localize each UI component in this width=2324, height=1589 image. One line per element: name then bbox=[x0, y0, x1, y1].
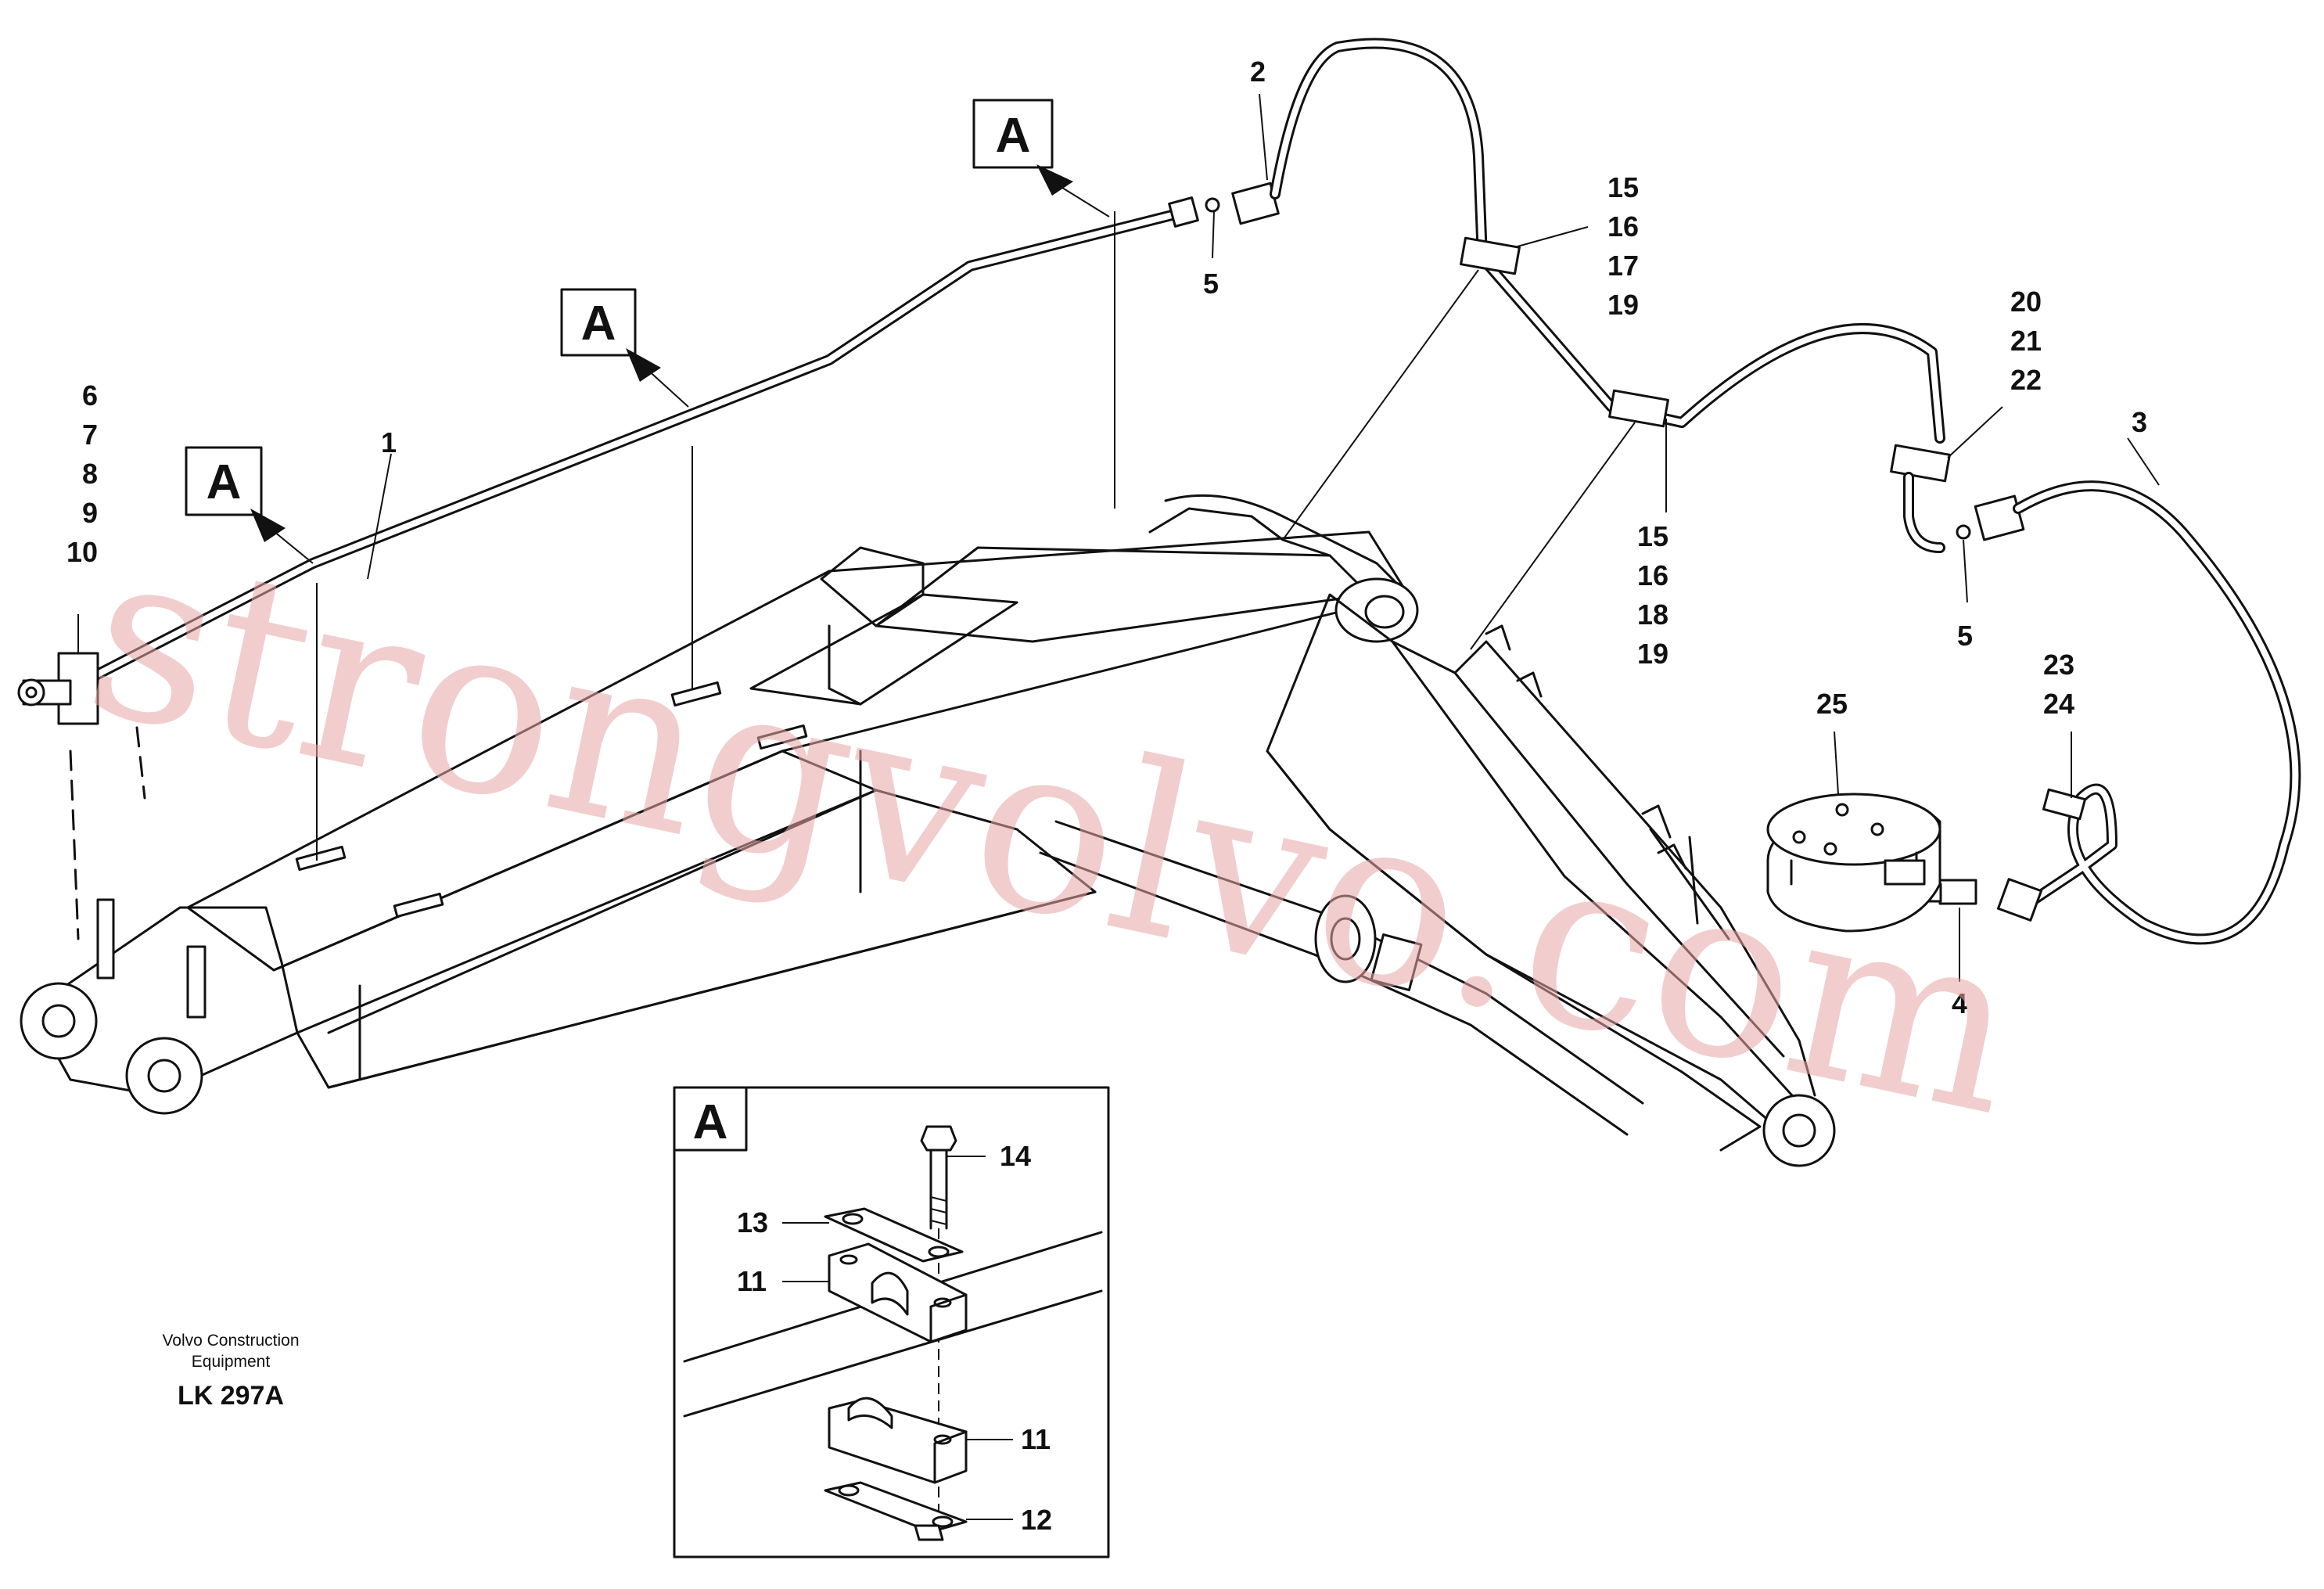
detail-label: A bbox=[693, 1095, 728, 1149]
callout-19-bottom: 19 bbox=[1637, 638, 1668, 670]
callout-17: 17 bbox=[1607, 250, 1639, 282]
callout-20: 20 bbox=[2010, 286, 2042, 318]
callout-7: 7 bbox=[82, 419, 98, 451]
callout-13: 13 bbox=[737, 1206, 768, 1238]
callout-4: 4 bbox=[1952, 987, 1967, 1019]
callout-9: 9 bbox=[82, 497, 98, 529]
boom-structure bbox=[20, 494, 1836, 1167]
callout-22: 22 bbox=[2010, 364, 2042, 396]
credit-line-1: Volvo Construction bbox=[162, 1332, 299, 1350]
callouts: 2 5 1 6 7 8 9 10 15 16 17 19 15 16 18 19… bbox=[66, 56, 2147, 1019]
callout-6: 6 bbox=[82, 379, 98, 412]
hydraulic-lines bbox=[17, 38, 2301, 945]
reference-mark-2: A bbox=[560, 288, 689, 408]
credit-line-2: Equipment bbox=[192, 1353, 271, 1371]
callout-16-bottom: 16 bbox=[1637, 559, 1668, 591]
callout-5-top: 5 bbox=[1203, 268, 1219, 300]
reference-mark-letter: A bbox=[581, 297, 616, 351]
callout-11-upper: 11 bbox=[737, 1265, 767, 1297]
callout-12: 12 bbox=[1021, 1504, 1052, 1536]
callout-23: 23 bbox=[2043, 649, 2074, 681]
callout-21: 21 bbox=[2010, 325, 2042, 357]
valve-block bbox=[1766, 793, 1941, 933]
credit-block: Volvo Construction Equipment LK 297A bbox=[162, 1332, 299, 1411]
callout-16-top: 16 bbox=[1607, 210, 1639, 243]
callout-2: 2 bbox=[1250, 56, 1266, 88]
callout-15-top: 15 bbox=[1607, 171, 1639, 203]
reference-mark-1: A bbox=[972, 99, 1110, 217]
detail-view-a: A 14 13 11 bbox=[673, 1086, 1110, 1558]
leader-lines bbox=[77, 93, 2160, 982]
reference-mark-letter: A bbox=[207, 455, 242, 509]
callout-24: 24 bbox=[2043, 688, 2074, 720]
callout-18: 18 bbox=[1637, 599, 1668, 631]
callout-3: 3 bbox=[2132, 406, 2147, 438]
callout-14: 14 bbox=[1000, 1140, 1031, 1172]
reference-mark-3: A bbox=[185, 446, 314, 564]
callout-10: 10 bbox=[66, 536, 98, 568]
watermark: strongvolvo.com bbox=[68, 494, 2040, 1168]
callout-25: 25 bbox=[1816, 688, 1848, 720]
callout-11-lower: 11 bbox=[1021, 1423, 1051, 1455]
callout-1: 1 bbox=[381, 426, 397, 458]
callout-5-right: 5 bbox=[1957, 620, 1973, 652]
callout-8: 8 bbox=[82, 458, 98, 490]
drawing-code: LK 297A bbox=[178, 1381, 284, 1411]
callout-15-bottom: 15 bbox=[1637, 520, 1668, 552]
reference-mark-letter: A bbox=[996, 109, 1031, 163]
callout-19-top: 19 bbox=[1607, 289, 1639, 321]
